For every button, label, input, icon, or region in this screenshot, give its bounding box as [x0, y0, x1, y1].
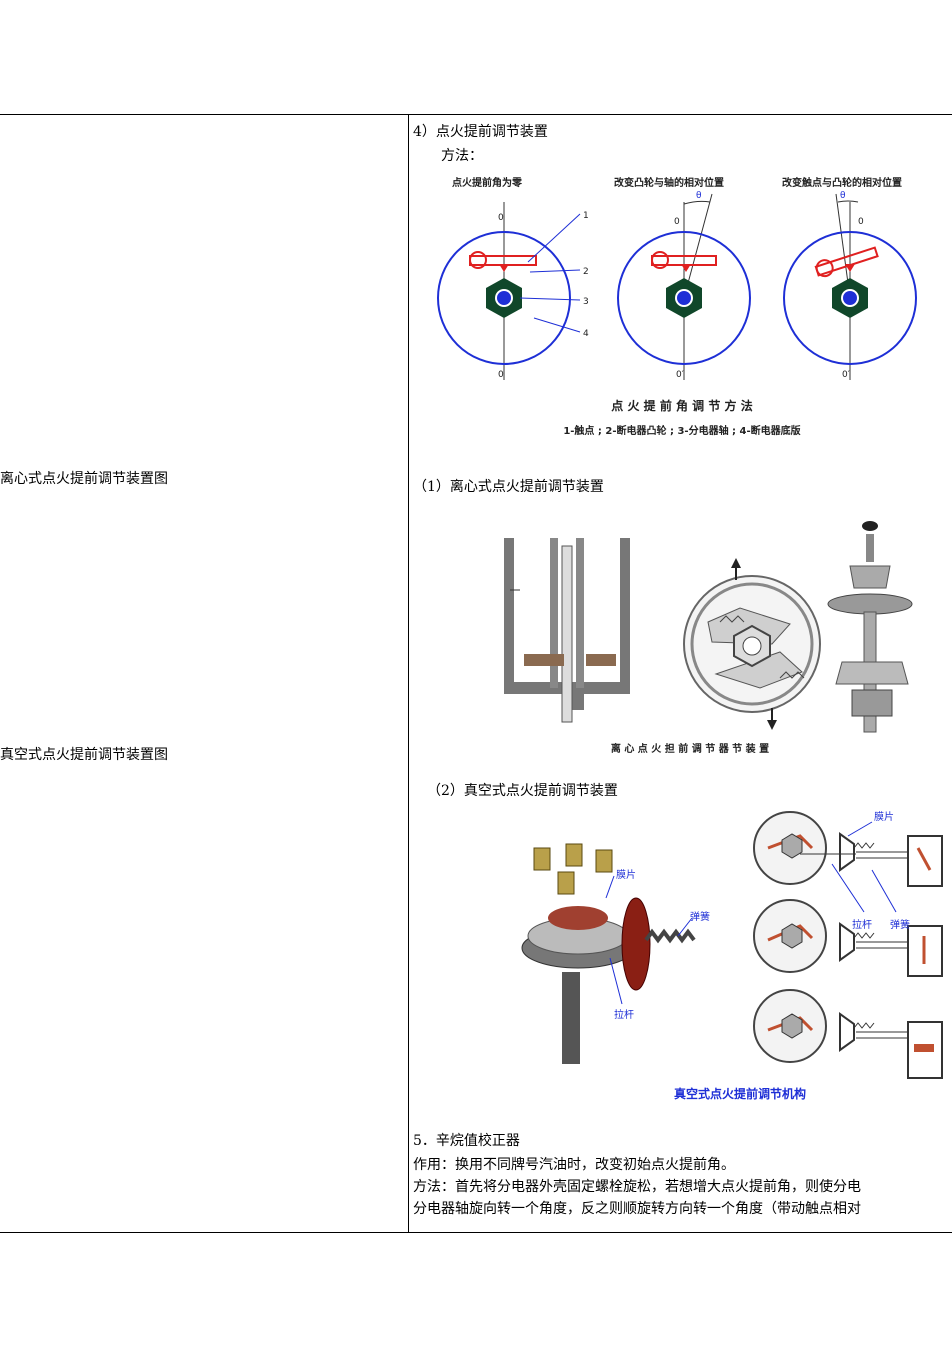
subsection-2-heading: （2）真空式点火提前调节装置 [427, 783, 618, 799]
section-4-heading: 4）点火提前调节装置 [413, 124, 548, 140]
disc3-theta: θ [840, 191, 846, 201]
section-5-method-line-1: 方法：首先将分电器外壳固定螺栓旋松，若想增大点火提前角，则使分电 [413, 1179, 861, 1195]
callout-4: 4 [583, 329, 589, 339]
vacuum-schematic-states [753, 811, 943, 1079]
subsection-1-heading: （1）离心式点火提前调节装置 [413, 479, 604, 495]
disc-contact-shift [783, 193, 917, 380]
caption-centrifugal-figure: 离心式点火提前调节装置图 [0, 471, 168, 487]
vacuum-state-3 [753, 989, 943, 1079]
callout-1: 1 [583, 211, 589, 221]
centrifugal-weight-plate [683, 558, 821, 730]
caption-vacuum-figure: 真空式点火提前调节装置图 [0, 747, 168, 763]
disc2-zero-bottom: 0′ [676, 370, 684, 380]
centrifugal-cross-section [504, 538, 630, 723]
method-title-1: 点火提前角为零 [452, 176, 523, 189]
figure-vacuum: 膜片 弹簧 拉杆 [510, 808, 952, 1108]
vacuum-label-rod: 拉杆 [614, 1008, 634, 1021]
section-5-heading: 5．辛烷值校正器 [413, 1133, 520, 1149]
callout-2: 2 [583, 267, 589, 277]
vacuum-label-spring-right: 弹簧 [890, 918, 910, 931]
vacuum-label-spring: 弹簧 [690, 910, 710, 923]
disc3-zero-top: 0 [858, 217, 864, 227]
centrifugal-caption: 离 心 点 火 担 前 调 节 器 节 装 置 [611, 742, 769, 755]
method-label: 方法： [441, 148, 483, 164]
section-5-method-line-2: 分电器轴旋向转一个角度，反之则顺旋转方向转一个角度（带动触点相对 [413, 1201, 861, 1217]
vacuum-label-diaphragm: 膜片 [616, 868, 636, 881]
disc-zero-advance [437, 202, 581, 380]
vacuum-state-1 [753, 811, 943, 887]
section-5-purpose: 作用：换用不同牌号汽油时，改变初始点火提前角。 [413, 1157, 735, 1173]
vacuum-caption: 真空式点火提前调节机构 [674, 1086, 806, 1101]
method-figure-caption: 点 火 提 前 角 调 节 方 法 [611, 398, 752, 413]
disc2-zero-top: 0 [674, 217, 680, 227]
vacuum-label-rod-right: 拉杆 [852, 918, 872, 931]
callout-3: 3 [583, 297, 589, 307]
vacuum-distributor-3d [521, 843, 696, 1064]
figure-centrifugal: 离 心 点 火 担 前 调 节 器 节 装 置 [490, 512, 952, 762]
table-top-border [0, 114, 952, 115]
table-column-divider [408, 114, 409, 1233]
disc3-zero-bottom: 0′ [842, 370, 850, 380]
centrifugal-exploded-view [827, 521, 913, 733]
method-title-3: 改变触点与凸轮的相对位置 [782, 176, 902, 189]
disc1-zero-top: 0 [498, 213, 504, 223]
vacuum-state-2 [753, 899, 943, 977]
method-figure-legend: 1-触点 ; 2-断电器凸轮 ; 3-分电器轴 ; 4-断电器底版 [563, 424, 800, 437]
disc2-theta: θ [696, 191, 702, 201]
vacuum-label-diaphragm-right: 膜片 [874, 810, 894, 823]
disc-cam-shift [617, 193, 751, 380]
figure-advance-method: 点火提前角为零 改变凸轮与轴的相对位置 改变触点与凸轮的相对位置 [412, 170, 952, 445]
method-title-2: 改变凸轮与轴的相对位置 [614, 176, 724, 189]
table-bottom-border [0, 1232, 952, 1233]
disc1-zero-bottom: 0 [498, 370, 504, 380]
